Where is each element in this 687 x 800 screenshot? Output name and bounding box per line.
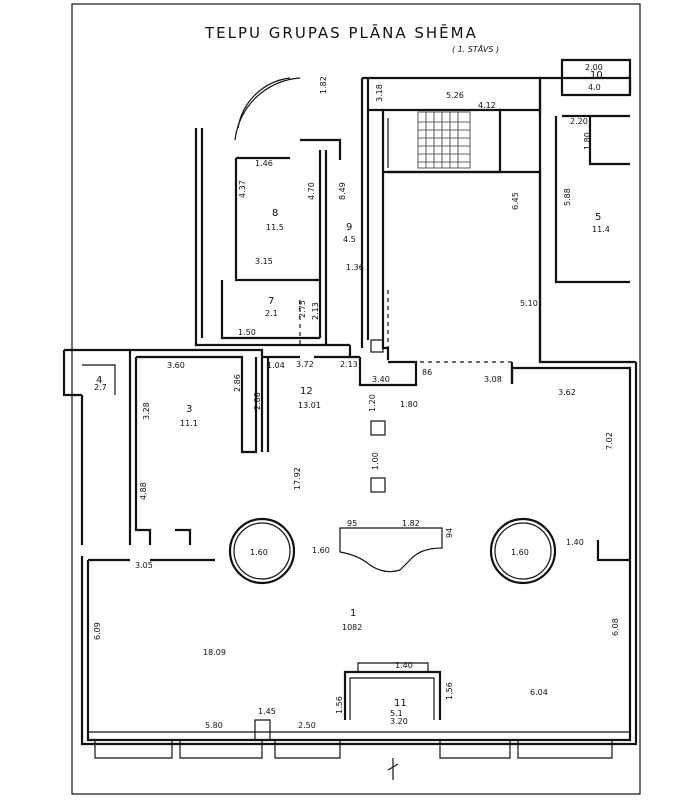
svg-text:2.75: 2.75 [298,300,307,318]
svg-text:3.15: 3.15 [255,257,273,266]
bay-window-arc [234,77,301,141]
plan-title: TELPU GRUPAS PLĀNA SHĒMA [204,24,478,42]
svg-text:1.56: 1.56 [335,696,344,714]
room-3-area: 11.1 [180,419,198,428]
room-4-area: 2.7 [94,383,107,392]
column-right-label: 1.60 [511,548,529,557]
room-11-area: 5.1 [390,709,403,718]
svg-text:2.00: 2.00 [585,63,603,72]
interior-walls [62,58,632,720]
svg-text:3.08: 3.08 [484,375,502,384]
room-labels: 1 1082 3 11.1 4 2.7 5 11.4 7 2.1 8 11.5 … [94,70,610,718]
room-3-number: 3 [186,404,192,415]
svg-text:6.09: 6.09 [93,622,102,640]
pillar-a [370,420,386,436]
room-1-number: 1 [350,608,356,619]
svg-text:6.08: 6.08 [611,618,620,636]
room-10-area: 4.0 [588,83,601,92]
svg-text:8.49: 8.49 [338,182,347,200]
round-column-right [489,517,557,585]
dashed-partitions [299,290,512,363]
svg-text:1.36: 1.36 [346,263,364,272]
svg-text:1.00: 1.00 [371,452,380,470]
svg-text:5.26: 5.26 [446,91,464,100]
svg-text:1.46: 1.46 [255,159,273,168]
svg-text:18.09: 18.09 [203,648,226,657]
room-4-number: 4 [96,375,102,386]
staircase [417,111,471,169]
bay-window-arc-inner [237,77,291,129]
svg-text:1.60: 1.60 [312,546,330,555]
svg-text:1.56: 1.56 [445,682,454,700]
svg-text:3.28: 3.28 [142,402,151,420]
svg-text:94: 94 [445,528,454,538]
svg-text:3.40: 3.40 [372,375,390,384]
room-1-area: 1082 [342,623,362,632]
svg-text:5.10: 5.10 [520,299,538,308]
pillar-b [370,477,386,493]
svg-text:1.80: 1.80 [583,132,592,150]
svg-text:1.82: 1.82 [319,76,328,94]
room-12-area: 13.01 [298,401,321,410]
svg-text:5.88: 5.88 [563,188,572,206]
svg-text:95: 95 [347,519,357,528]
svg-text:1.40: 1.40 [395,661,413,670]
room-5-number: 5 [595,212,601,223]
svg-text:2.20: 2.20 [570,117,588,126]
svg-text:6.04: 6.04 [530,688,548,697]
room-8-area: 11.5 [266,223,284,232]
svg-text:1.50: 1.50 [238,328,256,337]
svg-text:3.72: 3.72 [296,360,314,369]
svg-text:5.80: 5.80 [205,721,223,730]
entrance-marker [387,758,399,780]
room-9-area: 4.5 [343,235,356,244]
svg-text:7.02: 7.02 [605,432,614,450]
svg-text:2.50: 2.50 [298,721,316,730]
svg-text:2.13: 2.13 [311,302,320,320]
svg-text:3.62: 3.62 [558,388,576,397]
room-7-number: 7 [268,296,274,307]
svg-text:1.04: 1.04 [267,361,285,370]
room-8-number: 8 [272,208,278,219]
svg-text:6.45: 6.45 [511,192,520,210]
room-11-number: 11 [394,698,407,709]
room-7-area: 2.1 [265,309,278,318]
window-band [88,719,630,759]
outer-walls [80,76,638,746]
svg-text:1.45: 1.45 [258,707,276,716]
room-10-number: 10 [590,70,603,81]
svg-text:2.86: 2.86 [233,374,242,392]
svg-text:1.80: 1.80 [400,400,418,409]
svg-text:2.13: 2.13 [340,360,358,369]
svg-text:4.37: 4.37 [238,180,247,198]
dimension-labels: 5.80 2.50 18.09 6.04 6.09 6.08 7.02 3.62… [93,63,620,730]
svg-text:3.18: 3.18 [375,84,384,102]
room-9-number: 9 [346,222,352,233]
svg-text:3.05: 3.05 [135,561,153,570]
column-left-label: 1.60 [250,548,268,557]
svg-text:1.82: 1.82 [402,519,420,528]
svg-text:3.60: 3.60 [167,361,185,370]
room-5-area: 11.4 [592,225,610,234]
plan-subtitle: ( 1. STĀVS ) [452,44,499,54]
round-column-left [228,517,296,585]
svg-text:3.20: 3.20 [390,717,408,726]
pillar-c [370,339,384,353]
room-12-number: 12 [300,386,313,397]
svg-text:2.88: 2.88 [253,392,262,410]
svg-text:17.92: 17.92 [293,467,302,490]
svg-text:4.70: 4.70 [307,182,316,200]
svg-text:1.20: 1.20 [368,394,377,412]
svg-text:1.40: 1.40 [566,538,584,547]
reception-counter [339,527,443,573]
sheet-frame [71,3,641,795]
svg-text:86: 86 [422,368,432,377]
svg-text:4.88: 4.88 [139,482,148,500]
svg-text:4.12: 4.12 [478,101,496,110]
